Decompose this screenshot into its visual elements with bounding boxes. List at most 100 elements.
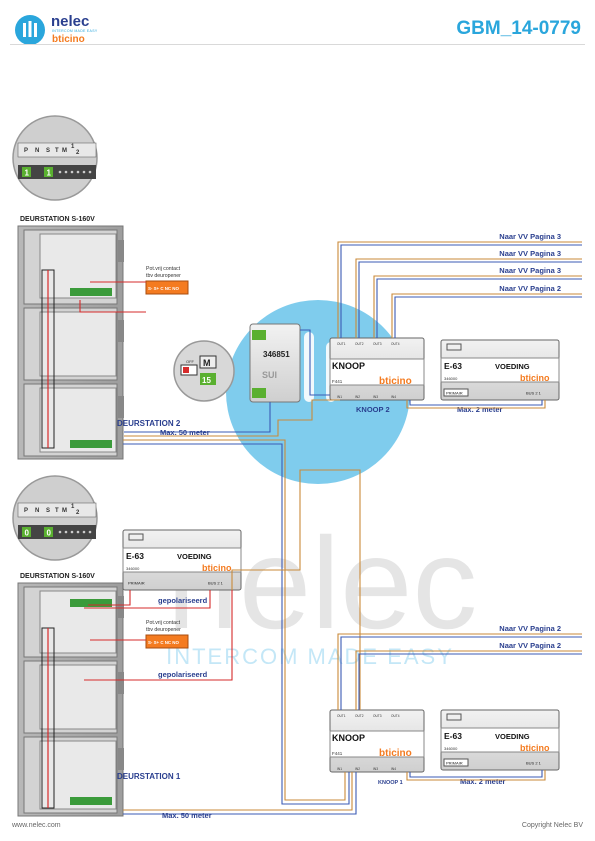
wires <box>79 241 582 815</box>
svg-text:S: S <box>46 508 50 514</box>
footer-copyright: Copyright Nelec BV <box>521 822 583 829</box>
route-label-bottom-2: Naar VV Pagina 2 <box>499 641 561 650</box>
contact-line-2: tbv deuropener <box>146 627 181 633</box>
psu-bus: BUS 2 1 <box>526 391 542 396</box>
psu-brand: bticino <box>202 563 232 573</box>
knoop-top: OUT1 OUT2 OUT3 OUT4 KNOOP F441 bticino IN1… <box>329 337 425 401</box>
svg-text:1: 1 <box>71 504 75 510</box>
psu-top: E-63 VOEDING 346000 bticino PRIMAIR BUS … <box>440 339 560 401</box>
svg-text:1: 1 <box>71 144 75 150</box>
header-divider <box>10 44 585 45</box>
knoop-name: KNOOP <box>332 733 365 743</box>
psu-name: VOEDING <box>177 552 212 561</box>
svg-text:T: T <box>55 508 59 514</box>
module-number: 15 <box>202 376 211 385</box>
polarized-label-2: gepolariseerd <box>158 670 208 679</box>
svg-text:IN1: IN1 <box>337 767 342 771</box>
contact-line-2: tbv deuropener <box>146 273 181 279</box>
dip-value-a: 1 <box>25 169 30 178</box>
footer-url[interactable]: www.nelec.com <box>12 822 61 829</box>
distance-label-bottom: Max. 50 meter <box>162 811 212 820</box>
dip-value-a: 0 <box>25 529 30 538</box>
svg-text:IN1: IN1 <box>337 395 342 399</box>
contact-pins: S- S+ C NC NO <box>148 286 179 291</box>
psu-name: VOEDING <box>495 362 530 371</box>
svg-text:2: 2 <box>76 150 80 156</box>
svg-text:IN4: IN4 <box>391 767 396 771</box>
svg-text:T: T <box>55 148 59 154</box>
psu-code: 346000 <box>444 746 458 751</box>
switch-label: OFF <box>186 359 195 364</box>
psu-brand: bticino <box>520 373 550 383</box>
svg-text:M: M <box>62 148 67 154</box>
svg-text:S: S <box>46 148 50 154</box>
psu-primair: PRIMAIR <box>446 391 463 396</box>
dip-value-b: 1 <box>47 169 52 178</box>
document-code: GBM_14-0779 <box>456 18 581 39</box>
knoop-model: F441 <box>332 751 343 756</box>
svg-text:IN3: IN3 <box>373 767 378 771</box>
door-station-top-title: DEURSTATION S-160V <box>20 216 95 223</box>
svg-text:P: P <box>24 148 28 154</box>
knoop-brand: bticino <box>379 376 412 387</box>
svg-text:OUT1: OUT1 <box>337 714 346 718</box>
contact-block-top: Pot.vrij contact tbv deuropener S- S+ C … <box>145 266 189 295</box>
door-station-bottom <box>17 582 124 817</box>
svg-text:OUT3: OUT3 <box>373 714 382 718</box>
svg-text:IN2: IN2 <box>355 395 360 399</box>
svg-text:OUT4: OUT4 <box>391 342 400 346</box>
psu-bus: BUS 2 1 <box>208 581 224 586</box>
watermark-tagline: INTERCOM MADE EASY <box>166 644 454 669</box>
contact-line-1: Pot.vrij contact <box>146 620 181 626</box>
psu-bus: BUS 2 1 <box>526 761 542 766</box>
distance-label-top: Max. 50 meter <box>160 428 210 437</box>
svg-text:OUT4: OUT4 <box>391 714 400 718</box>
knoop-bottom-caption: KNOOP 1 <box>378 780 403 786</box>
door-station-bottom-title: DEURSTATION S-160V <box>20 573 95 580</box>
module-sui: SUI <box>262 370 277 380</box>
knoop-brand: bticino <box>379 748 412 759</box>
svg-text:P: P <box>24 508 28 514</box>
psu-code: 346000 <box>126 566 140 571</box>
psu-model: E-63 <box>126 551 144 561</box>
svg-text:OUT2: OUT2 <box>355 342 364 346</box>
route-label-top-2: Naar VV Pagina 3 <box>499 249 561 258</box>
psu-primair: PRIMAIR <box>446 761 463 766</box>
psu-bottom: E-63 VOEDING 346000 bticino PRIMAIR BUS … <box>440 709 560 771</box>
module-mode: M <box>203 358 211 368</box>
svg-text:N: N <box>35 508 39 514</box>
psu-middle: E-63 VOEDING 346000 bticino PRIMAIR BUS … <box>122 529 242 591</box>
knoop-top-caption: KNOOP 2 <box>356 405 390 414</box>
polarized-label-1: gepolariseerd <box>158 596 208 605</box>
svg-text:IN4: IN4 <box>391 395 396 399</box>
brand-name: nelec <box>51 13 90 30</box>
psu-model: E-63 <box>444 731 462 741</box>
svg-text:OUT2: OUT2 <box>355 714 364 718</box>
svg-text:IN2: IN2 <box>355 767 360 771</box>
psu-code: 346000 <box>444 376 458 381</box>
logo: nelec INTERCOM MADE EASY bticino <box>14 13 134 48</box>
svg-text:OUT1: OUT1 <box>337 342 346 346</box>
door-station-top <box>17 225 124 460</box>
brand-sub: bticino <box>52 34 85 45</box>
knoop-name: KNOOP <box>332 361 365 371</box>
door-station-bottom-label: DEURSTATION 1 <box>117 772 181 781</box>
psu-model: E-63 <box>444 361 462 371</box>
route-label-top-3: Naar VV Pagina 3 <box>499 266 561 275</box>
nelec-logo-icon <box>15 15 45 45</box>
psu-bottom-distance: Max. 2 meter <box>460 777 506 786</box>
module-346851: 346851 SUI <box>249 323 301 403</box>
svg-text:IN3: IN3 <box>373 395 378 399</box>
knoop-model: F441 <box>332 379 343 384</box>
brand-tagline: INTERCOM MADE EASY <box>52 29 98 33</box>
svg-text:M: M <box>62 508 67 514</box>
svg-text:OUT3: OUT3 <box>373 342 382 346</box>
route-label-top-1: Naar VV Pagina 3 <box>499 232 561 241</box>
psu-primair: PRIMAIR <box>128 581 145 586</box>
route-label-top-4: Naar VV Pagina 2 <box>499 284 561 293</box>
dip-value-b: 0 <box>47 529 52 538</box>
contact-line-1: Pot.vrij contact <box>146 266 181 272</box>
